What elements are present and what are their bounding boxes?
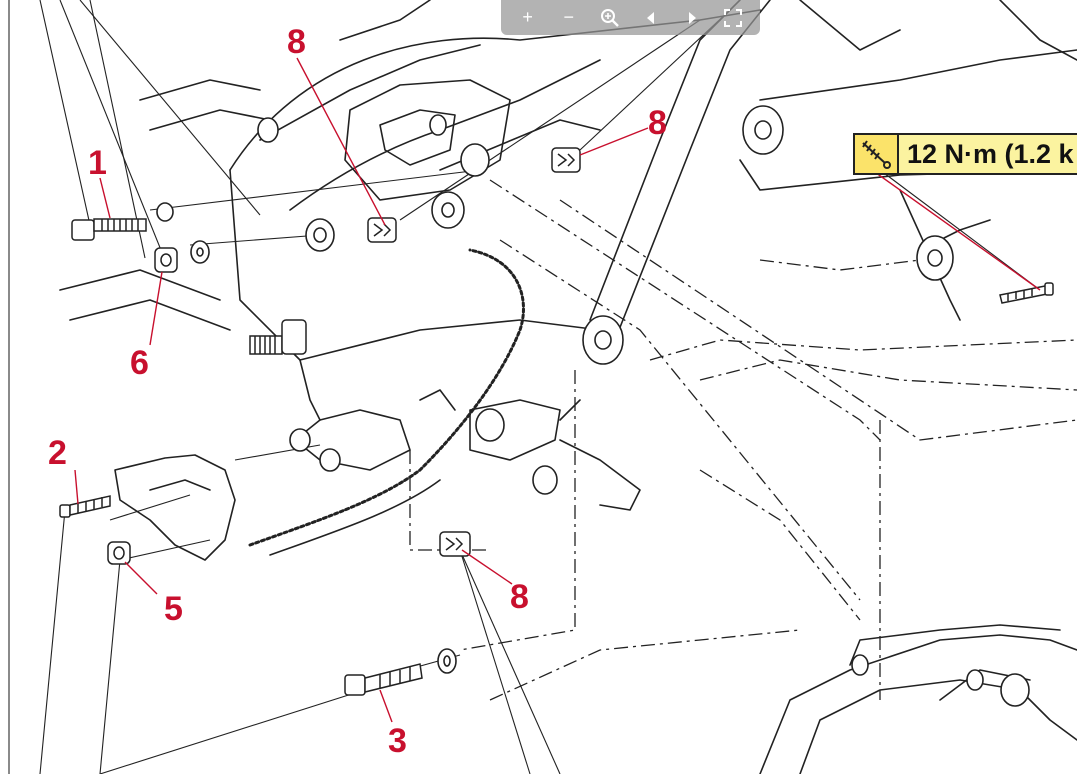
magnifier-icon[interactable] (595, 4, 625, 32)
prev-page-icon[interactable] (636, 4, 666, 32)
zoom-in-label: + (522, 7, 533, 27)
clip-8a (367, 217, 397, 243)
zoom-out-icon[interactable]: − (554, 4, 584, 32)
viewer-toolbar: + − (501, 0, 760, 35)
page-border (8, 0, 10, 774)
next-page-icon[interactable] (677, 4, 707, 32)
callout-1: 1 (88, 144, 107, 182)
zoom-out-label: − (563, 7, 574, 27)
callout-8-top: 8 (287, 23, 306, 61)
callout-3: 3 (388, 722, 407, 760)
torque-spec-box: 12 N·m (1.2 k (853, 133, 1077, 175)
callout-8-bottom: 8 (510, 578, 529, 616)
fullscreen-icon[interactable] (718, 4, 748, 32)
callout-8-right: 8 (648, 104, 667, 142)
callout-6: 6 (130, 344, 149, 382)
torque-wrench-icon (855, 135, 899, 173)
callout-5: 5 (164, 590, 183, 628)
torque-value: 12 N·m (1.2 k (907, 138, 1074, 169)
zoom-in-icon[interactable]: + (513, 4, 543, 32)
callout-2: 2 (48, 434, 67, 472)
